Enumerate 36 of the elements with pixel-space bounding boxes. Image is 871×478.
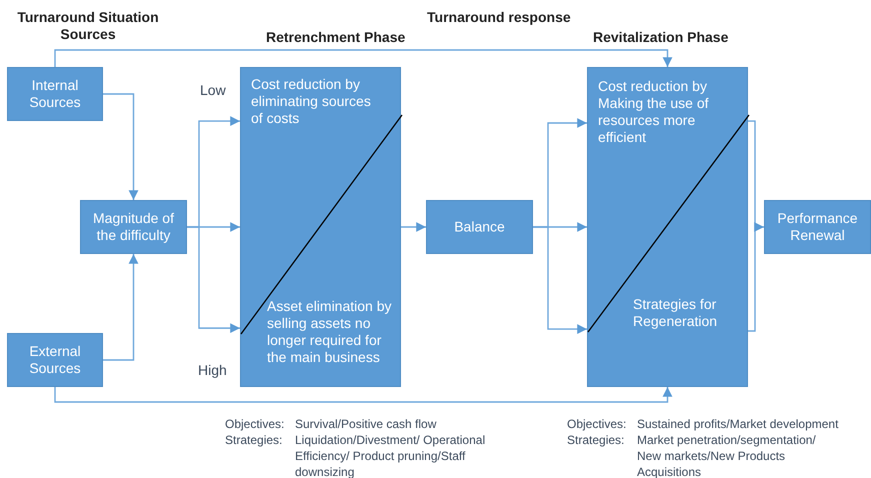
box-label: Internal Sources [28,77,82,111]
box-label: Magnitude of the difficulty [92,210,175,244]
phase-heading: Retrenchment Phase [266,29,406,46]
arrow [54,49,672,67]
row-label: Strategies: [567,432,626,448]
arrow [747,120,765,332]
row-label: Objectives: [225,416,286,432]
box-label: External Sources [28,343,82,377]
phase-box [240,67,401,387]
section-heading: Turnaround response [427,9,572,26]
phase-box [587,67,748,387]
box-text: Asset elimination by selling assets no longer required for the main business [267,298,393,366]
section-heading: Turnaround Situation Sources [16,9,160,43]
arrow [103,254,138,361]
arrow [187,226,240,334]
process-box [7,333,103,387]
phase-heading: Revitalization Phase [593,29,730,46]
process-box [426,200,533,254]
process-box [7,67,103,121]
row-label: Strategies: [225,432,284,448]
objective-text: Sustained profits/Market development [637,416,840,432]
arrow [54,387,672,403]
box-heading: Cost reduction by eliminating sources of costs [251,76,372,127]
process-box [764,200,871,254]
box-label: Balance [453,218,506,236]
box-label: Performance Renewal [776,210,859,244]
arrow [103,93,138,200]
box-text: Strategies for Regeneration [633,296,718,330]
level-label: High [198,362,228,379]
row-label: Objectives: [567,416,628,432]
objective-text: Survival/Positive cash flow [295,416,438,432]
process-box [80,200,187,254]
arrow [533,226,587,334]
arrow [401,222,426,232]
box-heading: Cost reduction by Making the use of resources more efficient [598,78,710,146]
level-label: Low [200,82,227,99]
